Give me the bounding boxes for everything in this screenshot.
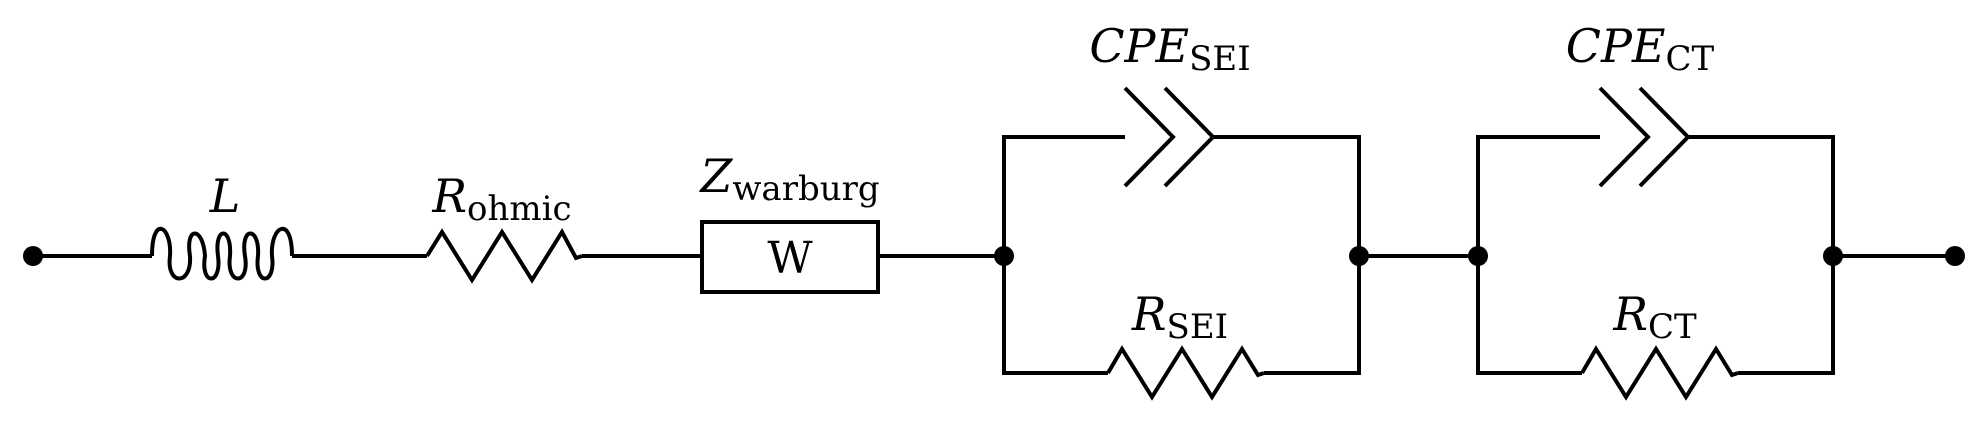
sei-bottom-left-wire <box>1002 256 1108 375</box>
resistor-ohmic-zigzag <box>425 228 583 284</box>
label-cpe-ct-symbol: CPE <box>1566 19 1666 73</box>
label-z-warburg: Zwarburg <box>698 149 879 209</box>
ct-bottom-left-wire <box>1476 256 1582 375</box>
resistor-sei-zigzag <box>1106 345 1265 401</box>
sei-top-left-wire <box>1002 135 1125 256</box>
label-cpe-ct: CPECT <box>1566 19 1715 79</box>
nodes <box>23 246 1965 266</box>
ct-top-left-wire <box>1476 135 1600 256</box>
ct-bottom-right-wire <box>1738 256 1835 375</box>
terminal-right <box>1945 246 1965 266</box>
label-inductor-symbol: L <box>209 169 241 223</box>
label-r-sei: RSEI <box>1131 287 1228 347</box>
cpe-sei-chevron-2 <box>1163 86 1216 188</box>
node-sei-left <box>994 246 1014 266</box>
label-cpe-sei: CPESEI <box>1089 19 1250 79</box>
warburg-box <box>700 220 880 294</box>
label-cpe-sei-symbol: CPE <box>1089 19 1189 73</box>
label-r-ct-symbol: R <box>1612 287 1648 341</box>
label-z-warburg-subscript: warburg <box>732 169 879 209</box>
label-z-warburg-symbol: Z <box>698 149 733 203</box>
ct-top-right-wire <box>1688 135 1835 256</box>
label-cpe-sei-subscript: SEI <box>1189 39 1251 79</box>
label-r-ct: RCT <box>1612 287 1697 347</box>
node-ct-right <box>1823 246 1843 266</box>
cpe-ct-chevron-2 <box>1638 86 1691 188</box>
label-r-sei-symbol: R <box>1131 287 1167 341</box>
parallel-block-ct <box>1476 86 1835 401</box>
resistor-ct-zigzag <box>1580 345 1739 401</box>
label-r-ohmic-symbol: R <box>431 169 467 223</box>
cpe-ct-chevron-1 <box>1598 86 1651 188</box>
sei-bottom-right-wire <box>1264 256 1361 375</box>
label-cpe-ct-subscript: CT <box>1666 39 1715 79</box>
sei-top-right-wire <box>1213 135 1361 256</box>
node-sei-right <box>1349 246 1369 266</box>
inductor-coil <box>150 227 294 281</box>
label-r-ohmic-subscript: ohmic <box>467 189 572 229</box>
label-inductor: L <box>209 169 241 223</box>
parallel-block-sei <box>1002 86 1361 401</box>
node-ct-left <box>1468 246 1488 266</box>
cpe-sei-chevron-1 <box>1123 86 1176 188</box>
label-r-ohmic: Rohmic <box>431 169 571 229</box>
inductor <box>150 227 294 281</box>
warburg-box-text: W <box>767 233 813 284</box>
resistor-ohmic <box>425 228 583 284</box>
label-r-ct-subscript: CT <box>1648 307 1697 347</box>
label-r-sei-subscript: SEI <box>1167 307 1229 347</box>
warburg-element: W <box>700 220 880 294</box>
terminal-left <box>23 246 43 266</box>
